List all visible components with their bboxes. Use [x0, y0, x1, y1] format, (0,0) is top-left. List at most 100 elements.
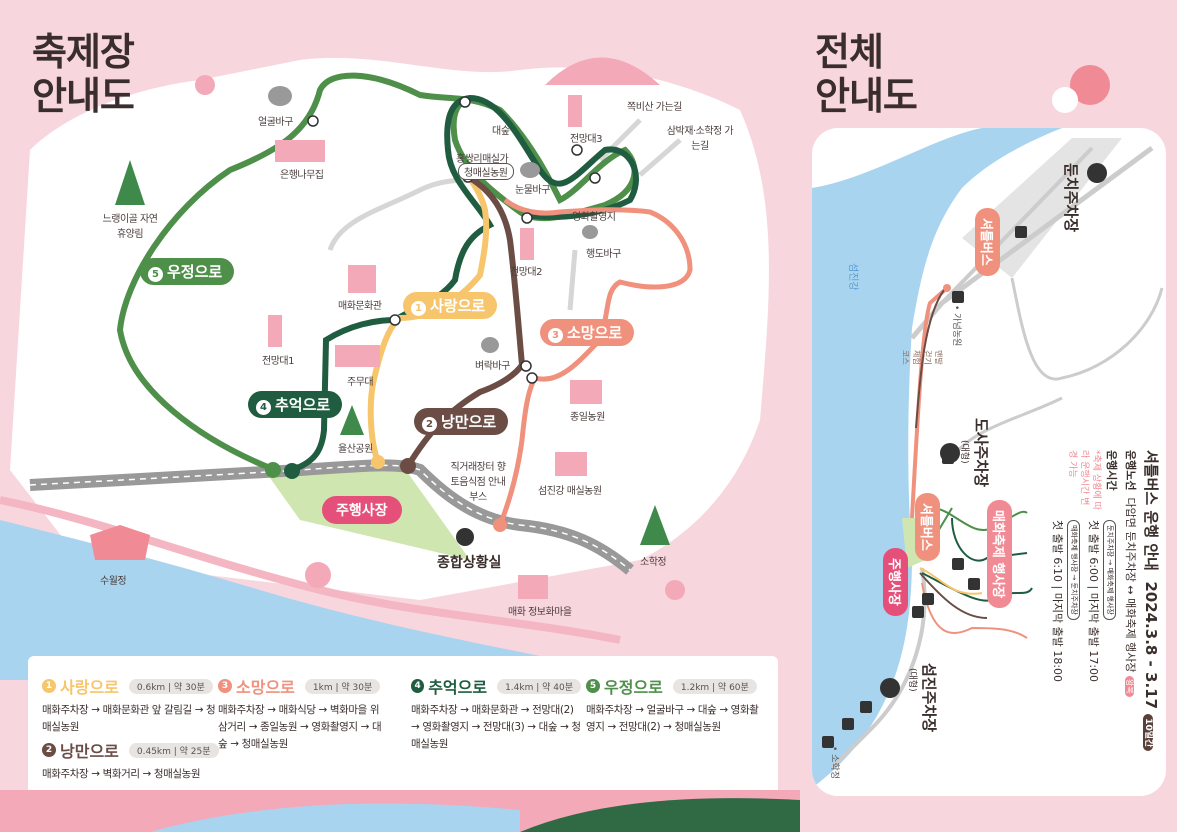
- main-stage-icon: [335, 345, 380, 367]
- parking-icon: [1087, 163, 1107, 183]
- road: [1010, 277, 1164, 381]
- festival-route-yellow: [919, 567, 983, 595]
- observatory-icon: [520, 228, 534, 260]
- label-haengdo: 행도바구: [586, 249, 621, 260]
- building-icon: [348, 265, 376, 293]
- festival-venue-label: 매화축제 행사장: [987, 500, 1012, 609]
- main-venue-label: 주행사장: [883, 548, 908, 616]
- road: [950, 396, 1063, 459]
- label-yulsan: 율산공원: [338, 444, 373, 455]
- observatory-icon: [268, 315, 282, 347]
- observatory-icon: [568, 95, 582, 127]
- tree-icon: [640, 505, 670, 545]
- route-4-start: [284, 463, 300, 479]
- route-2-start: [400, 458, 416, 474]
- shuttle-label-bottom: 셔틀버스: [915, 493, 940, 561]
- festival-map: [0, 57, 769, 680]
- label-seomjin-farm: 섬진강 매실농원: [538, 486, 602, 497]
- rock-icon: [481, 337, 499, 353]
- tree-icon: [115, 160, 145, 205]
- label-sambak: 삼박재·소학정 가는길: [666, 126, 734, 152]
- building-icon: [275, 140, 325, 162]
- label-suwol: 수월정: [100, 576, 127, 587]
- house-icon: [570, 380, 602, 404]
- shuttle-stop: [943, 284, 951, 292]
- parking-icon: [880, 678, 900, 698]
- label-jumudae: 주무대: [347, 377, 374, 388]
- festival-route-brown: [919, 572, 988, 619]
- festival-route-salmon: [921, 582, 1028, 639]
- rock-icon: [582, 225, 598, 239]
- label-jeonmang3: 전망대3: [570, 134, 602, 145]
- rock-icon: [520, 162, 540, 178]
- label-eolgul: 얼굴바구: [258, 117, 293, 128]
- house-icon: [555, 452, 587, 476]
- river-bank: [0, 496, 621, 644]
- pavilion-icon: [90, 525, 150, 560]
- mountain-shape: [545, 57, 660, 85]
- label-daesup: 대숲: [492, 126, 510, 137]
- label-jongbo: 매화 정보화마을: [508, 607, 572, 618]
- river-label: 섬진강: [847, 263, 858, 291]
- label-sohak: 소학정: [640, 557, 667, 568]
- parking-mid-sub: (대형): [959, 440, 969, 464]
- label-jikgeorae: 직거래장터 향토음식점 안내부스: [450, 462, 506, 503]
- label-nunmul: 눈물바구: [515, 185, 550, 196]
- gaheom-label: • 가넘농원: [951, 305, 961, 347]
- river: [812, 128, 1062, 788]
- label-jeonmang1: 전망대1: [262, 356, 294, 367]
- shuttle-info: 셔틀버스 운행 안내 2024.3.8 - 3.17 10일간 운행노선 다압면…: [1048, 450, 1160, 752]
- shuttle-label-top: 셔틀버스: [975, 208, 1000, 276]
- main-venue-label: 주행사장: [322, 496, 402, 524]
- route-3-start: [493, 518, 507, 532]
- house-icon: [518, 575, 548, 599]
- label-eunhaeng: 은행나무집: [280, 170, 324, 181]
- road: [940, 146, 1094, 305]
- route-5-start: [265, 462, 281, 478]
- parking-bottom-sub: (대형): [907, 668, 917, 692]
- label-jjokbi: 쪽비산 가는길: [627, 102, 682, 113]
- cherry-tree-icon: [305, 562, 331, 588]
- label-munhwa: 매화문화관: [338, 301, 382, 312]
- festival-route-green: [931, 507, 1028, 534]
- label-neuraengi: 느랭이골 자연휴양림: [102, 214, 158, 240]
- route-3-line: [497, 197, 693, 526]
- parking-top-label: 둔치주차장: [1062, 163, 1080, 233]
- label-cheongmae: 청매실농원: [458, 163, 514, 180]
- label-hongssangri: 홍쌍리매실가: [456, 154, 509, 165]
- cherry-tree-icon: [195, 75, 215, 95]
- parking-mid-label: 도사주차장: [972, 418, 990, 488]
- parking-bottom-label: 섬진주차장: [920, 663, 938, 733]
- sohak-label: • 소학정: [829, 746, 839, 780]
- route-1-start: [371, 455, 385, 469]
- plum-blossom-icon: [1052, 65, 1110, 113]
- label-younghwa: 영화촬영지: [572, 212, 616, 223]
- control-room-label: 종합상황실: [437, 555, 502, 571]
- rock-icon: [268, 86, 292, 106]
- overview-map-panel: 섬진강 둔치주차장 셔틀버스 • 가넘농원 맨발걷기 체험코스 도사주차장 (대…: [812, 128, 1166, 796]
- side-road: [567, 118, 682, 311]
- tree-icon: [340, 405, 364, 435]
- route-4-line: [290, 94, 639, 473]
- cherry-tree-icon: [665, 580, 685, 600]
- shuttle-route-2: [915, 289, 945, 429]
- label-jongil: 종일농원: [570, 412, 605, 423]
- bottom-decoration: [0, 790, 800, 832]
- label-byeorak: 벼락바구: [475, 361, 510, 372]
- restroom-icons: [822, 226, 1027, 748]
- label-jeonmang2: 전망대2: [510, 267, 542, 278]
- walk-course-label: 맨발걷기 체험코스: [901, 350, 943, 365]
